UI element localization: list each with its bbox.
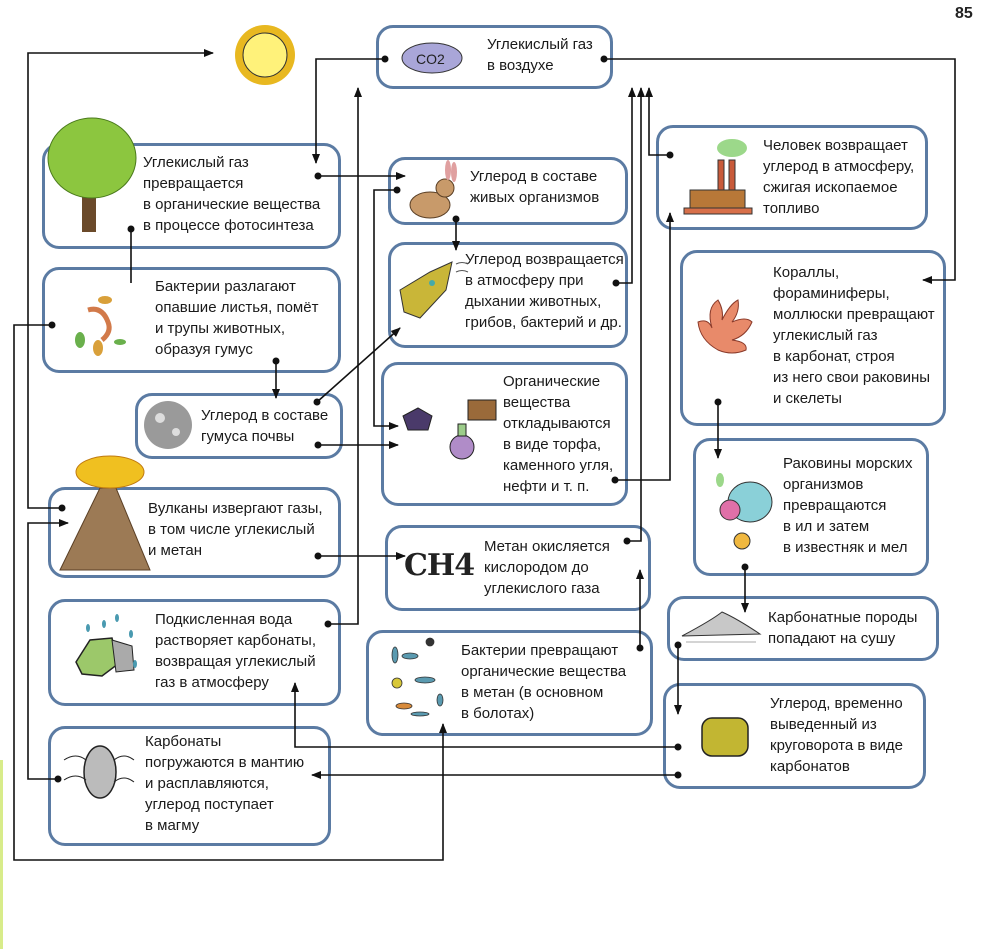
coral-icon: [697, 299, 753, 354]
box-acid-water: [48, 599, 341, 706]
arrow-removed-to-acid-water: [291, 682, 678, 748]
bacteria-icon: [391, 637, 444, 717]
box-carbonate-rocks: [667, 596, 939, 661]
arrow-co2-to-corals: [604, 58, 956, 284]
rain-rock-icon: [75, 614, 137, 677]
box-mantle: [48, 726, 331, 846]
text-removed: Углерод, временно выведенный из круговор…: [770, 695, 904, 775]
co2-cloud-icon: CO2: [401, 42, 463, 74]
text-deposits: Органические вещества откладываются в ви…: [503, 373, 614, 495]
text-decomposition: Бактерии разлагают опавшие листья, помёт…: [155, 278, 319, 358]
connector-dots: [48, 55, 749, 783]
arrow-acid-water-to-co2: [328, 87, 362, 625]
arrow-living-to-deposits: [373, 189, 399, 430]
shells-icon: [716, 473, 773, 550]
text-respiration: Углерод возвращается в атмосферу при дых…: [465, 251, 624, 331]
box-methane-oxidation: [385, 525, 651, 611]
arrow-volcano-to-sun: [27, 49, 214, 509]
box-deposits: [381, 362, 628, 506]
arrow-decomposition-to-bacteria-methane: [13, 324, 447, 861]
tree-icon: [47, 117, 137, 232]
box-removed: [663, 683, 926, 789]
box-humus: [135, 393, 343, 459]
melting-rock-icon: [63, 745, 135, 799]
box-shells: [693, 438, 929, 576]
co2-label: CO2: [416, 51, 445, 67]
text-photosynthesis: Углекислый газ превращается в органическ…: [143, 154, 321, 234]
arrow-methane-to-co2: [627, 87, 645, 542]
box-co2-air: [376, 25, 613, 89]
text-methane-oxidation: Метан окисляется кислородом до углекисло…: [484, 538, 610, 597]
leaves-worms-icon: [75, 296, 126, 356]
factory-icon: [683, 139, 753, 215]
volcano-icon: [59, 455, 151, 571]
sun-icon: [235, 25, 295, 85]
text-human: Человек возвращает углерод в атмосферу, …: [763, 137, 915, 217]
ch4-formula-icon: CH4: [404, 548, 475, 583]
rock-pile-icon: [681, 611, 762, 643]
box-corals: [680, 250, 946, 426]
text-co2-air: Углекислый газ в воздухе: [487, 36, 593, 74]
text-living: Углерод в составе живых организмов: [470, 168, 600, 206]
box-respiration: [388, 242, 628, 348]
arrow-mantle-to-volcano: [27, 519, 69, 780]
breathing-animal-icon: [399, 261, 469, 319]
coal-oil-icon: [402, 399, 497, 460]
box-living: [388, 157, 628, 225]
text-shells: Раковины морских организмов превращаются…: [783, 455, 913, 556]
page-edge-strip: [0, 760, 3, 949]
box-decomposition: [42, 267, 341, 373]
text-corals: Кораллы, фораминиферы, моллюски превраща…: [773, 264, 935, 407]
text-humus: Углерод в составе гумуса почвы: [201, 407, 329, 445]
arrow-respiration-to-co2: [616, 87, 636, 284]
text-acid-water: Подкисленная вода растворяет карбонаты, …: [155, 611, 317, 691]
arrow-deposits-to-human: [615, 212, 674, 481]
text-methane-bacteria: Бактерии превращают органические веществ…: [461, 642, 627, 722]
text-volcanoes: Вулканы извергают газы, в том числе угле…: [148, 500, 323, 559]
box-human: [656, 125, 928, 230]
box-methane-bacteria: [366, 630, 653, 736]
box-photosynthesis: [42, 143, 341, 249]
page-number: 85: [955, 5, 973, 22]
box-volcanoes: [48, 487, 341, 578]
ch4-label: CH4: [404, 548, 475, 583]
text-carbonate-rocks: Карбонатные породы попадают на сушу: [768, 609, 918, 647]
arrow-co2-to-photosynthesis: [312, 58, 385, 164]
soil-icon: [144, 401, 192, 449]
carbonate-rock-icon: [701, 717, 749, 757]
rabbit-icon: [409, 160, 457, 219]
arrow-human-to-co2: [645, 87, 670, 156]
text-mantle: Карбонаты погружаются в мантию и расплав…: [145, 733, 305, 834]
